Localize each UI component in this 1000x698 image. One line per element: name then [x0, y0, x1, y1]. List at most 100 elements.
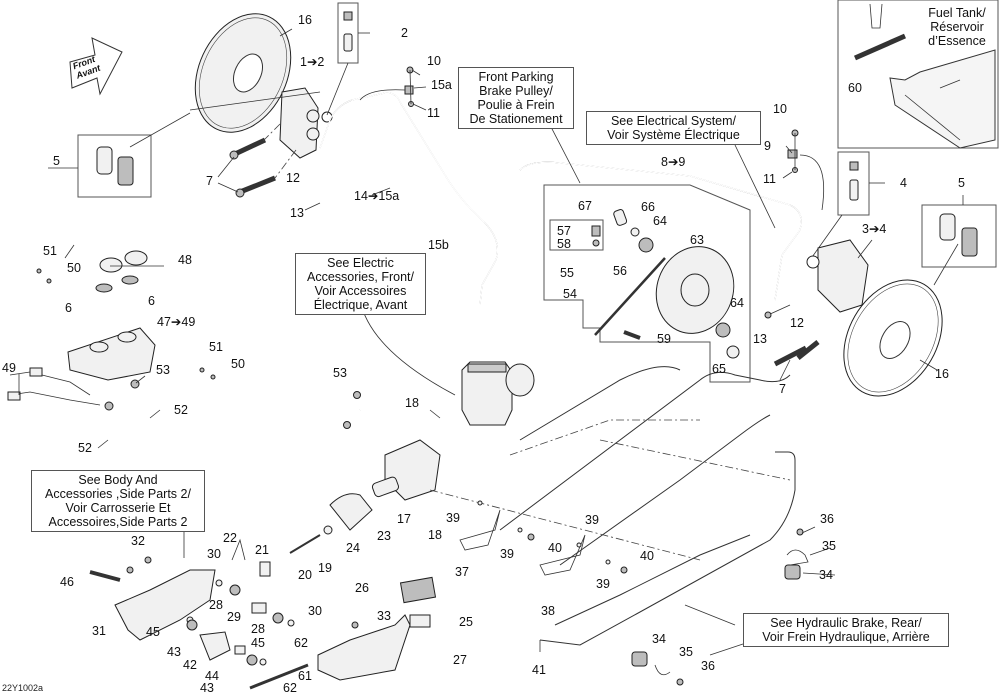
part-label: 42 — [183, 658, 197, 672]
part-label: 54 — [563, 287, 577, 301]
part-label: 17 — [397, 512, 411, 526]
part-label: 66 — [641, 200, 655, 214]
part-label: 63 — [690, 233, 704, 247]
part-label: 13 — [290, 206, 304, 220]
part-label: 65 — [712, 362, 726, 376]
caliper-bolts-left — [229, 123, 297, 198]
part-label: 53 — [333, 366, 347, 380]
part-label: 14➔15a — [354, 189, 400, 203]
part-label: 50 — [231, 357, 245, 371]
callout-front-parking-brake: Front Parking Brake Pulley/ Poulie à Fre… — [458, 67, 574, 129]
figure-id: 22Y1002a — [2, 683, 44, 693]
part-label: 51 — [209, 340, 223, 354]
part-label: 5 — [53, 154, 60, 168]
part-label: 33 — [377, 609, 391, 623]
fuel-tank-inset — [837, 0, 999, 149]
part-label: 43 — [200, 681, 214, 695]
abs-module — [461, 361, 535, 426]
part-label: 21 — [255, 543, 269, 557]
part-label: 30 — [308, 604, 322, 618]
callout-line: See Hydraulic Brake, Rear/ — [770, 616, 922, 630]
part-label: 64 — [730, 296, 744, 310]
part-label: 1➔2 — [300, 55, 325, 69]
part-label: 53 — [156, 363, 170, 377]
part-label: 59 — [657, 332, 671, 346]
callout-electrical-system: See Electrical System/ Voir Système Élec… — [586, 111, 761, 145]
part-label: 12 — [286, 171, 300, 185]
part-label: 50 — [67, 261, 81, 275]
part-label: 2 — [401, 26, 408, 40]
part-label: 29 — [227, 610, 241, 624]
part-label: 27 — [453, 653, 467, 667]
part-label: 3➔4 — [862, 222, 887, 236]
part-label: 39 — [446, 511, 460, 525]
part-label: 7 — [779, 382, 786, 396]
callout-line: Voir Carrosserie Et — [65, 501, 171, 515]
part-label: 51 — [43, 244, 57, 258]
part-label: 41 — [532, 663, 546, 677]
brake-pad-kit-box-left — [77, 134, 152, 198]
master-cylinder — [289, 439, 441, 554]
part-label: 32 — [131, 534, 145, 548]
part-label: 40 — [640, 549, 654, 563]
part-label: 39 — [585, 513, 599, 527]
part-label: 55 — [560, 266, 574, 280]
callout-line: Accessories ,Side Parts 2/ — [45, 487, 191, 501]
part-label: 19 — [318, 561, 332, 575]
part-label: 48 — [178, 253, 192, 267]
part-label: 18 — [405, 396, 419, 410]
brake-fluid-reservoir — [36, 250, 216, 381]
brake-pads-left — [96, 146, 134, 186]
part-label: 23 — [377, 529, 391, 543]
part-label: 15b — [428, 238, 449, 252]
parking-brake-pulley-region — [543, 184, 751, 383]
callout-line: Accessoires,Side Parts 2 — [48, 515, 188, 529]
part-label: 30 — [207, 547, 221, 561]
callout-line: Voir Frein Hydraulique, Arrière — [762, 630, 930, 644]
part-label: 45 — [146, 625, 160, 639]
callout-line: See Body And — [78, 473, 158, 487]
part-label: 43 — [167, 645, 181, 659]
brake-pad-kit-box-right — [921, 204, 997, 268]
part-label: 11 — [427, 106, 440, 120]
part-label: 22 — [223, 531, 237, 545]
part-label: 52 — [174, 403, 188, 417]
part-label: 24 — [346, 541, 360, 555]
part-label: 39 — [500, 547, 514, 561]
part-label: 34 — [819, 568, 833, 582]
callout-line: Front Parking — [478, 70, 554, 84]
part-label: 62 — [294, 636, 308, 650]
part-label: 7 — [206, 174, 213, 188]
part-label: 8➔9 — [661, 155, 686, 169]
part-label: 45 — [251, 636, 265, 650]
callout-line: Voir Accessoires — [314, 284, 407, 298]
part-label: 11 — [763, 172, 776, 186]
part-label: 12 — [790, 316, 804, 330]
part-label: 13 — [753, 332, 767, 346]
brake-disc-left — [194, 13, 292, 133]
part-label: 26 — [355, 581, 369, 595]
part-label: 31 — [92, 624, 106, 638]
callout-body-accessories: See Body And Accessories ,Side Parts 2/ … — [31, 470, 205, 532]
part-label: 44 — [205, 669, 219, 683]
callout-line: Accessories, Front/ — [307, 270, 414, 284]
part-label: 36 — [820, 512, 834, 526]
part-label: 38 — [541, 604, 555, 618]
callout-line: See Electrical System/ — [610, 114, 737, 128]
part-label: 62 — [283, 681, 297, 695]
part-label: 16 — [298, 13, 312, 27]
part-label: 15a — [431, 78, 452, 92]
callout-line: Électrique, Avant — [313, 298, 408, 312]
part-label: 61 — [298, 669, 312, 683]
bleeder-screw-box-right — [837, 151, 870, 216]
part-label: 16 — [935, 367, 949, 381]
part-label: 56 — [613, 264, 627, 278]
part-label: 67 — [578, 199, 592, 213]
callout-line: Brake Pulley/ — [479, 84, 553, 98]
callout-hydraulic-rear: See Hydraulic Brake, Rear/ Voir Frein Hy… — [743, 613, 949, 647]
part-label: 60 — [848, 81, 862, 95]
part-label: 10 — [427, 54, 441, 68]
hose-bracket-left — [359, 66, 414, 107]
part-label: 20 — [298, 568, 312, 582]
part-label: 58 — [557, 237, 571, 251]
